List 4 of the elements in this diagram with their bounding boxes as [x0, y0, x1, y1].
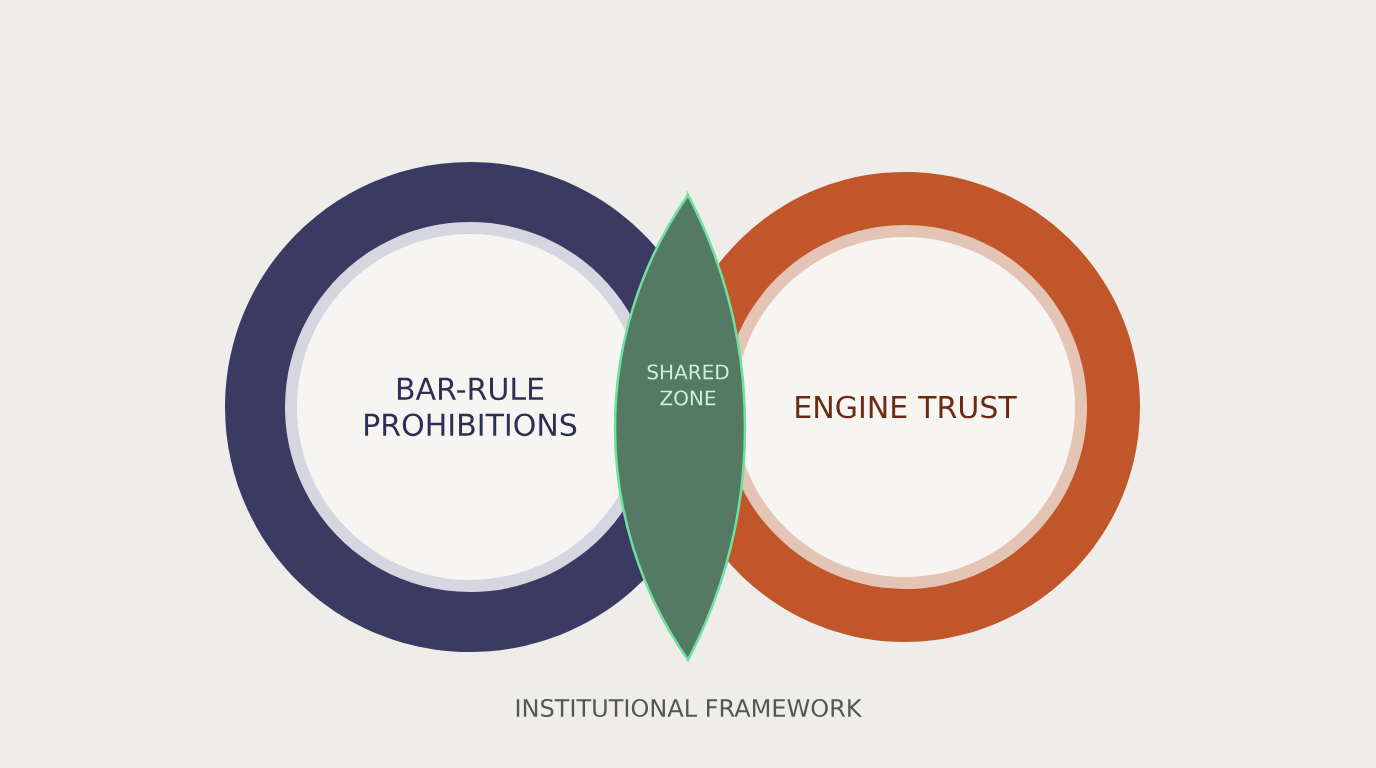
circle-label: ENGINE TRUST — [796, 395, 1017, 419]
caption: INSTITUTIONAL FRAMEWORK — [516, 698, 863, 718]
overlap-label: SHARED ZONE — [647, 364, 729, 406]
circle-label: BAR-RULE PROHIBITIONS — [365, 377, 577, 437]
